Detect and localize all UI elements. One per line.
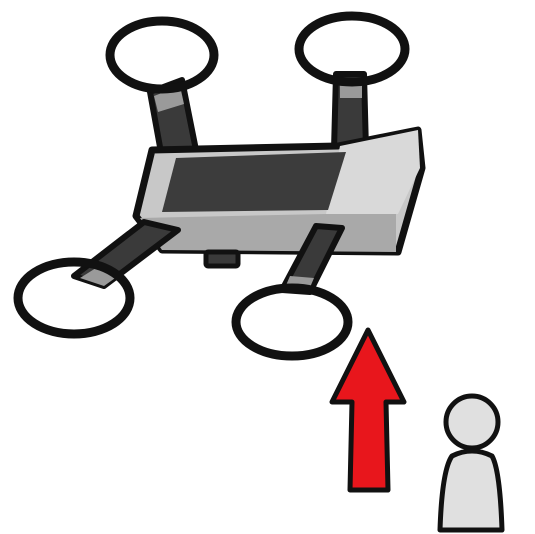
body-underside-tab — [203, 249, 241, 269]
rotor-front-right — [231, 283, 353, 361]
rear-left-arm-highlight — [154, 86, 184, 112]
drone-icon — [13, 11, 426, 361]
rotor-rear-left — [105, 16, 219, 94]
rotor-front-left — [13, 257, 135, 339]
front-left-arm-highlight — [80, 268, 118, 286]
body-battery-block — [326, 130, 420, 214]
up-arrow-icon — [329, 327, 407, 493]
person-body — [437, 448, 505, 533]
body-top-panel — [162, 152, 346, 212]
person-head — [443, 393, 501, 451]
up-arrow-shape — [329, 327, 407, 493]
drone-body — [132, 126, 426, 269]
person-icon — [437, 393, 505, 533]
rotor-rear-right — [294, 11, 410, 87]
